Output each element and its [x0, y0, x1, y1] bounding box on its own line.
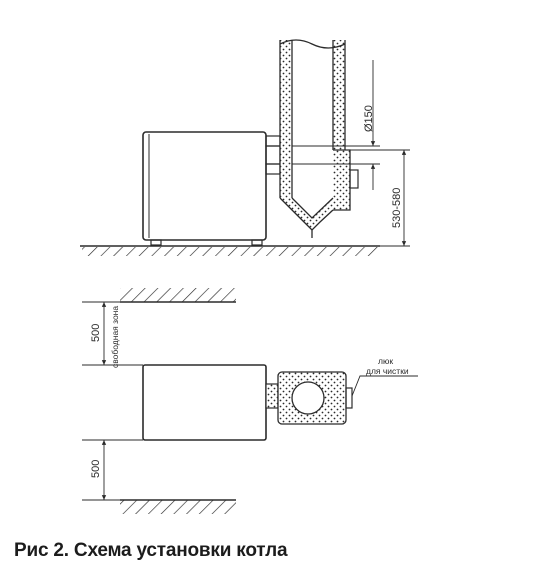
plan-view: 500 свободная зона 500 люк для чистки: [82, 288, 418, 514]
cleaning-hatch-label-2: для чистки: [366, 366, 409, 376]
height-dimension: 530-580: [345, 149, 410, 247]
diameter-label: Ø150: [363, 105, 375, 132]
boiler-plan: [142, 364, 279, 441]
cleaning-hatch-label-1: люк: [378, 356, 393, 366]
clearance-dimension-bottom: 500: [90, 440, 107, 500]
flue-connector: [265, 135, 281, 175]
wall-top: [120, 288, 236, 303]
boiler-side: [142, 131, 267, 246]
diameter-dimension: Ø150: [292, 60, 380, 190]
chimney: [279, 39, 359, 238]
side-view: Ø150 530-580: [80, 39, 410, 256]
clearance-top-label: 500: [90, 324, 102, 342]
clearance-bottom-label: 500: [90, 460, 102, 478]
clearance-dimension-top: 500 свободная зона: [90, 302, 120, 368]
figure-caption: Рис 2. Схема установки котла: [14, 540, 288, 561]
wall-bottom: [120, 499, 236, 514]
height-range-label: 530-580: [391, 188, 403, 228]
floor: [80, 245, 380, 256]
cleaning-hatch-callout: люк для чистки: [351, 356, 418, 397]
free-zone-label: свободная зона: [110, 306, 120, 368]
chimney-plan: [277, 371, 353, 425]
